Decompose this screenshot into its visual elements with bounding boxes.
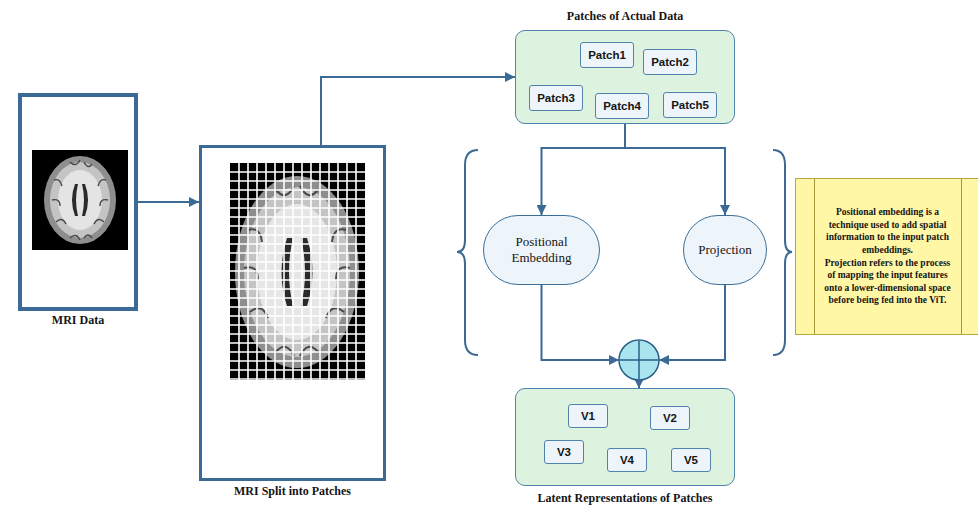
patch-box: Patch5: [663, 92, 717, 118]
grid-line: [230, 189, 365, 191]
grid-line: [230, 171, 365, 173]
process-pill: Projection: [683, 215, 767, 285]
sulci: [52, 160, 108, 240]
flow-arrow: [138, 201, 199, 203]
note-box: Positional embedding is a technique used…: [795, 178, 978, 335]
node-label: Patch3: [537, 92, 575, 104]
grid-line: [230, 270, 365, 272]
vector-box: V2: [650, 406, 690, 430]
node-label: V2: [663, 412, 677, 424]
mri-image: [32, 150, 128, 250]
patch-box: Patch4: [595, 93, 649, 119]
node-label: Patch5: [671, 99, 709, 111]
brain-cortex: [235, 176, 359, 368]
arrowhead: [659, 355, 669, 365]
image-ground: [230, 163, 365, 380]
grid-line: [230, 306, 365, 308]
left-brace: [457, 150, 478, 355]
arrowhead: [609, 355, 619, 365]
ventricle: [82, 184, 88, 216]
ventricle: [72, 184, 78, 216]
box-title: MRI Data: [52, 313, 104, 328]
patch-box: Patch1: [580, 42, 634, 68]
patch-grid: [230, 163, 365, 380]
node-label: V4: [620, 454, 634, 466]
process-pill: Positional Embedding: [483, 215, 600, 285]
grid-line: [230, 324, 365, 326]
grid-line: [230, 252, 365, 254]
node-label: Positional Embedding: [496, 234, 588, 267]
grid-line: [230, 180, 365, 182]
group-box: V1V2V3V4V5Latent Representations of Patc…: [515, 388, 735, 486]
grid-line: [230, 225, 365, 227]
grid-line: [230, 288, 365, 290]
node-label: Projection refers to the process of mapp…: [821, 257, 954, 307]
grid-line: [230, 207, 365, 209]
image-frame: MRI Data: [18, 93, 138, 311]
grid-line: [230, 297, 365, 299]
grid-line: [230, 315, 365, 317]
sum-circle: [619, 340, 659, 380]
image-ground: [32, 150, 128, 250]
flow-arrow: [625, 124, 725, 215]
vector-box: V3: [544, 440, 584, 464]
brain-white-matter: [257, 204, 337, 340]
grid-line: [230, 333, 365, 335]
right-brace: [773, 150, 792, 355]
grid-line: [230, 360, 365, 362]
grid-line: [230, 216, 365, 218]
brain-cortex: [44, 156, 116, 244]
grid-line: [230, 279, 365, 281]
flow-arrow: [321, 77, 515, 145]
grid-line: [230, 234, 365, 236]
box-title: Latent Representations of Patches: [538, 491, 713, 506]
vector-box: V4: [607, 448, 647, 472]
node-label: Patch4: [603, 100, 641, 112]
patch-box: Patch3: [529, 85, 583, 111]
grid-line: [230, 198, 365, 200]
vector-box: V1: [568, 404, 608, 428]
node-label: Patch1: [588, 49, 626, 61]
node-label: Projection: [698, 242, 751, 258]
box-title: MRI Split into Patches: [234, 484, 351, 499]
node-label: V5: [684, 454, 698, 466]
grid-line: [230, 378, 365, 380]
grid-line: [230, 369, 365, 371]
node-label: Patch2: [651, 56, 689, 68]
grid-line: [230, 243, 365, 245]
flow-arrow: [542, 124, 626, 215]
image-frame: MRI Split into Patches: [199, 145, 386, 481]
node-label: V1: [581, 410, 595, 422]
mri-image: [230, 163, 365, 380]
node-label: Positional embedding is a technique used…: [821, 206, 954, 256]
brain-gray-matter: [244, 187, 350, 357]
grid-line: [230, 351, 365, 353]
vector-box: V5: [671, 448, 711, 472]
plus-sign: [620, 341, 658, 379]
node-label: V3: [557, 446, 571, 458]
patch-box: Patch2: [643, 49, 697, 75]
grid-line: [230, 342, 365, 344]
group-box: Patch1Patch2Patch3Patch4Patch5Patches of…: [515, 30, 735, 124]
brain-gray-matter: [50, 162, 110, 238]
grid-line: [230, 261, 365, 263]
box-title: Patches of Actual Data: [567, 9, 683, 24]
